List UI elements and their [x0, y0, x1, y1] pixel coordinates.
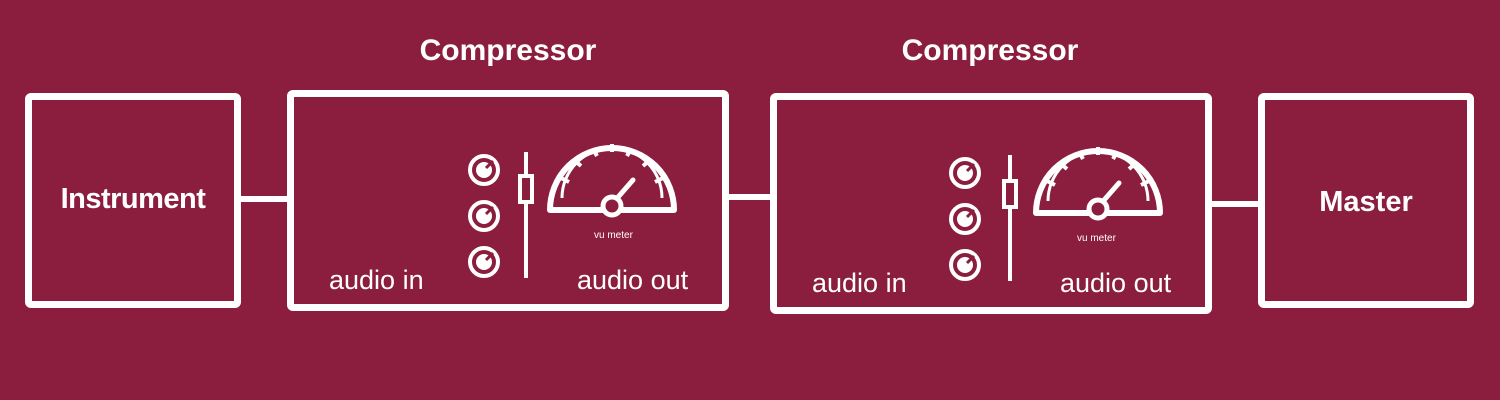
- fader-icon: [1002, 155, 1018, 281]
- knob-icon: [949, 249, 981, 281]
- connector-instrument-compressor1: [238, 196, 292, 202]
- knob-icon: [949, 203, 981, 235]
- compressor2-title: Compressor: [901, 34, 1079, 67]
- compressor2-audio-out: audio out: [1060, 268, 1172, 298]
- vu-meter-icon: [1033, 147, 1163, 221]
- instrument-label: Instrument: [60, 183, 206, 215]
- compressor1-title: Compressor: [419, 34, 597, 67]
- compressor1-audio-out: audio out: [577, 265, 689, 295]
- compressor1-controls: [468, 144, 677, 278]
- master-box: [1258, 93, 1474, 308]
- compressor2-audio-in: audio in: [812, 268, 907, 298]
- compressor1-audio-in: audio in: [329, 265, 424, 295]
- compressor1-box: [287, 90, 729, 311]
- knob-icon: [468, 246, 500, 278]
- compressor2-vu-meter-label: vu meter: [1077, 233, 1116, 244]
- knob-icon: [468, 200, 500, 232]
- compressor1-vu-meter-label: vu meter: [594, 230, 633, 241]
- connector-compressor1-compressor2: [726, 194, 774, 200]
- knob-icon: [949, 157, 981, 189]
- instrument-box: [25, 93, 241, 308]
- connector-compressor2-master: [1210, 201, 1262, 207]
- vu-meter-icon: [547, 144, 677, 218]
- compressor2-box: [770, 93, 1212, 314]
- master-label: Master: [1319, 186, 1413, 218]
- fader-icon: [518, 152, 534, 278]
- knob-icon: [468, 154, 500, 186]
- compressor2-controls: [949, 147, 1163, 281]
